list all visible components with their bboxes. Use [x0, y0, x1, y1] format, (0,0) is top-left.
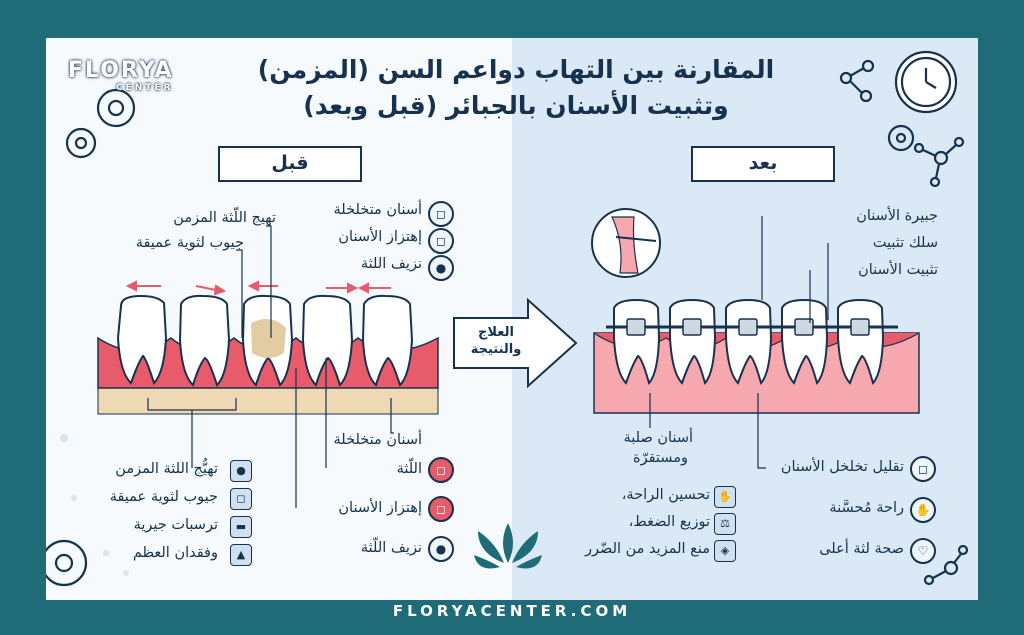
benefit-reduce-mobility: تقليل تخلخل الأسنان [780, 459, 904, 475]
title-line-1: المقارنة بين التهاب دواعم السن (المزمن) [257, 55, 775, 84]
molecule-icon [923, 544, 969, 586]
tooth-icon: ◻ [428, 201, 454, 227]
symptom-tooth-mobility: إهتزاز الأسنان [338, 229, 422, 245]
label-wire: سلك تثبيت [872, 235, 938, 251]
benefit-better-gums: صحة لثة أعلى [819, 541, 904, 557]
footer-url: FLORYACENTER.COM [392, 602, 632, 620]
arrow-line-1: العلاج [478, 325, 514, 340]
label-deep-pockets: جيوب لثوية عميقة [135, 235, 244, 251]
tooth-4 [301, 294, 354, 387]
bl-bone-loss: وفقدان العظم [132, 545, 218, 561]
tooth-icon: ◻ [230, 488, 252, 510]
stable-teeth-line-1: أسنان صلبة [623, 430, 694, 446]
mobile-tooth-icon: ◻ [428, 496, 454, 522]
clock-icon [894, 50, 958, 114]
label-chronic-irritation: تهيج اللّثة المزمن [173, 210, 276, 226]
blood-drop-icon: ● [428, 536, 454, 562]
benefit-prevent-damage: منع المزيد من الضّرر [585, 541, 710, 557]
br-gum: اللّثة [396, 461, 422, 477]
symptom-loose-teeth: أسنان متخلخلة [333, 202, 422, 218]
drop-icon: ● [230, 460, 252, 482]
label-stabilization: تثبيت الأسنان [858, 262, 938, 278]
deposit-icon: ▬ [230, 516, 252, 538]
hand-icon: ✋ [910, 497, 936, 523]
dots-decoration [60, 434, 129, 576]
bone-icon: ▲ [230, 544, 252, 566]
blood-drop-icon: ● [428, 255, 454, 281]
bl-deep-pockets: جيوب لثوية عميقة [109, 489, 218, 505]
gear-icon [96, 88, 136, 128]
brand-logo: FLORYA CENTER [68, 58, 174, 93]
tooth-2 [178, 294, 231, 387]
balance-icon: ⚖ [714, 513, 736, 535]
arrow-line-2: والنتيجة [470, 342, 522, 357]
treatment-arrow [453, 297, 578, 389]
brand-sub: CENTER [116, 83, 174, 93]
leaf-logo-icon [474, 523, 542, 569]
br-gum-bleeding: نزيف اللّثة [360, 540, 422, 556]
treatment-arrow-label: العلاج والنتيجة [461, 324, 531, 358]
page-title: المقارنة بين التهاب دواعم السن (المزمن) … [196, 52, 836, 124]
label-splint: جبيرة الأسنان [856, 208, 938, 224]
decoration-layer [46, 50, 969, 587]
symptom-gum-bleeding: نزيف اللثة [360, 256, 422, 272]
gear-icon [887, 124, 915, 152]
molecule-icon [913, 136, 965, 188]
bl-calculus: ترسبات جيرية [133, 517, 218, 533]
benefit-comfort: تحسين الراحة، [621, 487, 710, 503]
bl-chronic-irritation: تهيُّج اللثة المزمن [115, 461, 218, 477]
benefit-improved-comfort: راحة مُحسَّنة [829, 500, 904, 516]
tooth-1 [116, 294, 168, 385]
gum-tooth-icon: ◻ [428, 457, 454, 483]
benefit-pressure: توزيع الضغط، [628, 514, 710, 530]
molecule-icon [839, 59, 875, 103]
shield-icon: ◈ [714, 540, 736, 562]
before-banner: قبل [218, 146, 362, 182]
infographic-panel: المقارنة بين التهاب دواعم السن (المزمن) … [46, 38, 978, 600]
hand-icon: ✋ [714, 486, 736, 508]
title-line-2: وتثبيت الأسنان بالجبائر (قبل وبعد) [303, 91, 729, 120]
tooth-5 [361, 294, 414, 387]
after-teeth-illustration [591, 208, 920, 469]
heart-icon: ♡ [910, 538, 936, 564]
tooth-icon: ◻ [428, 228, 454, 254]
brand-name: FLORYA [68, 58, 174, 83]
tooth-icon: ◻ [910, 456, 936, 482]
br-tooth-mobility: إهتزاز الأسنان [338, 500, 422, 516]
gear-icon [46, 539, 88, 587]
magnifier-inset [591, 208, 661, 278]
after-banner: بعد [691, 146, 835, 182]
before-teeth-illustration [97, 225, 439, 508]
br-loose-teeth: أسنان متخلخلة [333, 432, 422, 448]
stable-teeth-line-2: ومستقرّة [632, 450, 688, 466]
gear-icon [65, 127, 97, 159]
